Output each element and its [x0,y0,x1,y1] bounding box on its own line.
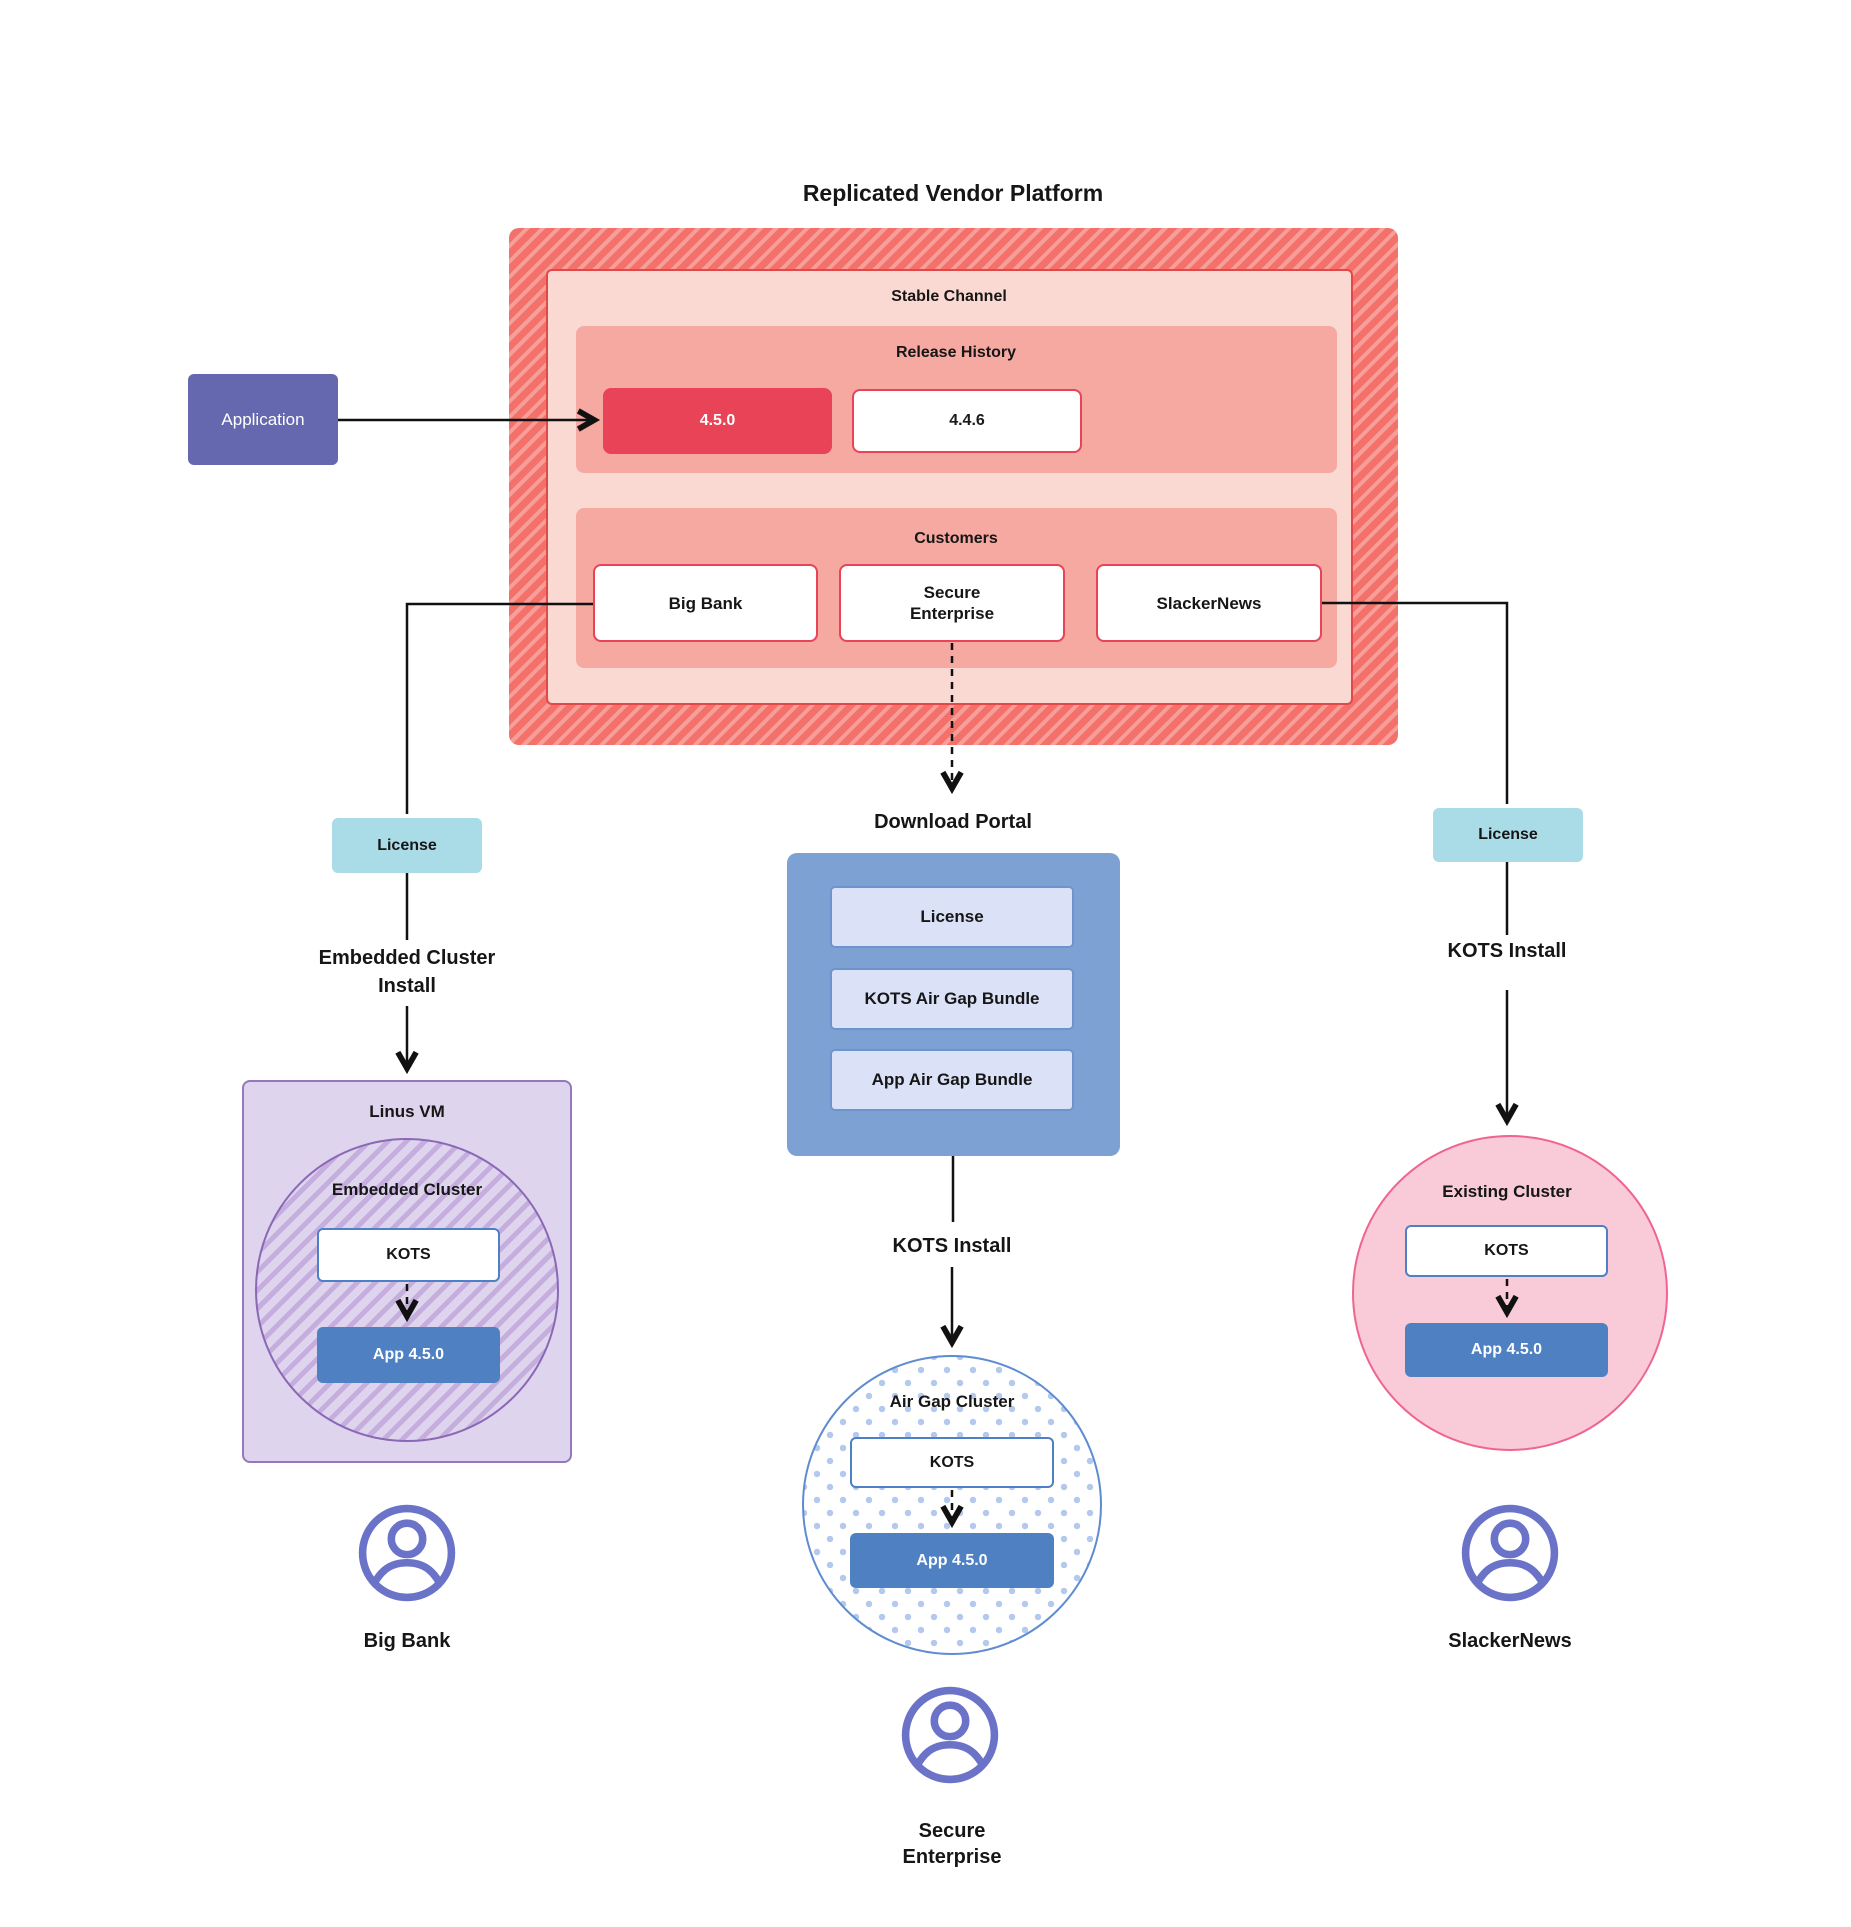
kots-install-label-right: KOTS Install [1447,940,1567,962]
kots-install-label-middle: KOTS Install [892,1235,1012,1257]
existing-cluster-circle [1352,1135,1668,1451]
existing-cluster-label: Existing Cluster [1442,1182,1572,1201]
person-icon [358,1504,456,1602]
air-gap-cluster-circle [802,1355,1102,1655]
release-version-previous: 4.4.6 [852,389,1082,453]
release-version-current: 4.5.0 [603,388,832,454]
customer-big-bank: Big Bank [593,564,818,642]
person-icon [1461,1504,1559,1602]
air-gap-cluster-label: Air Gap Cluster [889,1392,1015,1411]
embedded-cluster-circle [255,1138,559,1442]
kots-node-left: KOTS [317,1228,500,1282]
kots-node-middle: KOTS [850,1437,1054,1488]
license-node-left: License [332,818,482,873]
stable-channel-label: Stable Channel [891,288,1007,305]
kots-node-right: KOTS [1405,1225,1608,1277]
customers-label: Customers [914,530,998,547]
license-node-right: License [1433,808,1583,862]
portal-item-kots-airgap-bundle: KOTS Air Gap Bundle [830,968,1074,1030]
customer-secure-enterprise: Secure Enterprise [839,564,1065,642]
app-version-node-left: App 4.5.0 [317,1327,500,1383]
embedded-cluster-install-label: Embedded Cluster Install [318,947,496,997]
portal-item-license: License [830,886,1074,948]
customer-slackernews: SlackerNews [1096,564,1322,642]
app-version-node-right: App 4.5.0 [1405,1323,1608,1377]
person-icon [901,1686,999,1784]
person-label-big-bank: Big Bank [363,1630,451,1652]
page-title: Replicated Vendor Platform [802,180,1104,206]
person-label-secure-enterprise: Secure Enterprise [902,1820,1002,1868]
app-version-node-middle: App 4.5.0 [850,1533,1054,1588]
portal-item-app-airgap-bundle: App Air Gap Bundle [830,1049,1074,1111]
embedded-cluster-circle-label: Embedded Cluster [331,1180,483,1199]
linus-vm-label: Linus VM [369,1102,445,1121]
application-node: Application [188,374,338,465]
download-portal-title: Download Portal [874,811,1032,833]
release-history-label: Release History [895,344,1017,361]
person-label-slackernews: SlackerNews [1448,1630,1572,1652]
